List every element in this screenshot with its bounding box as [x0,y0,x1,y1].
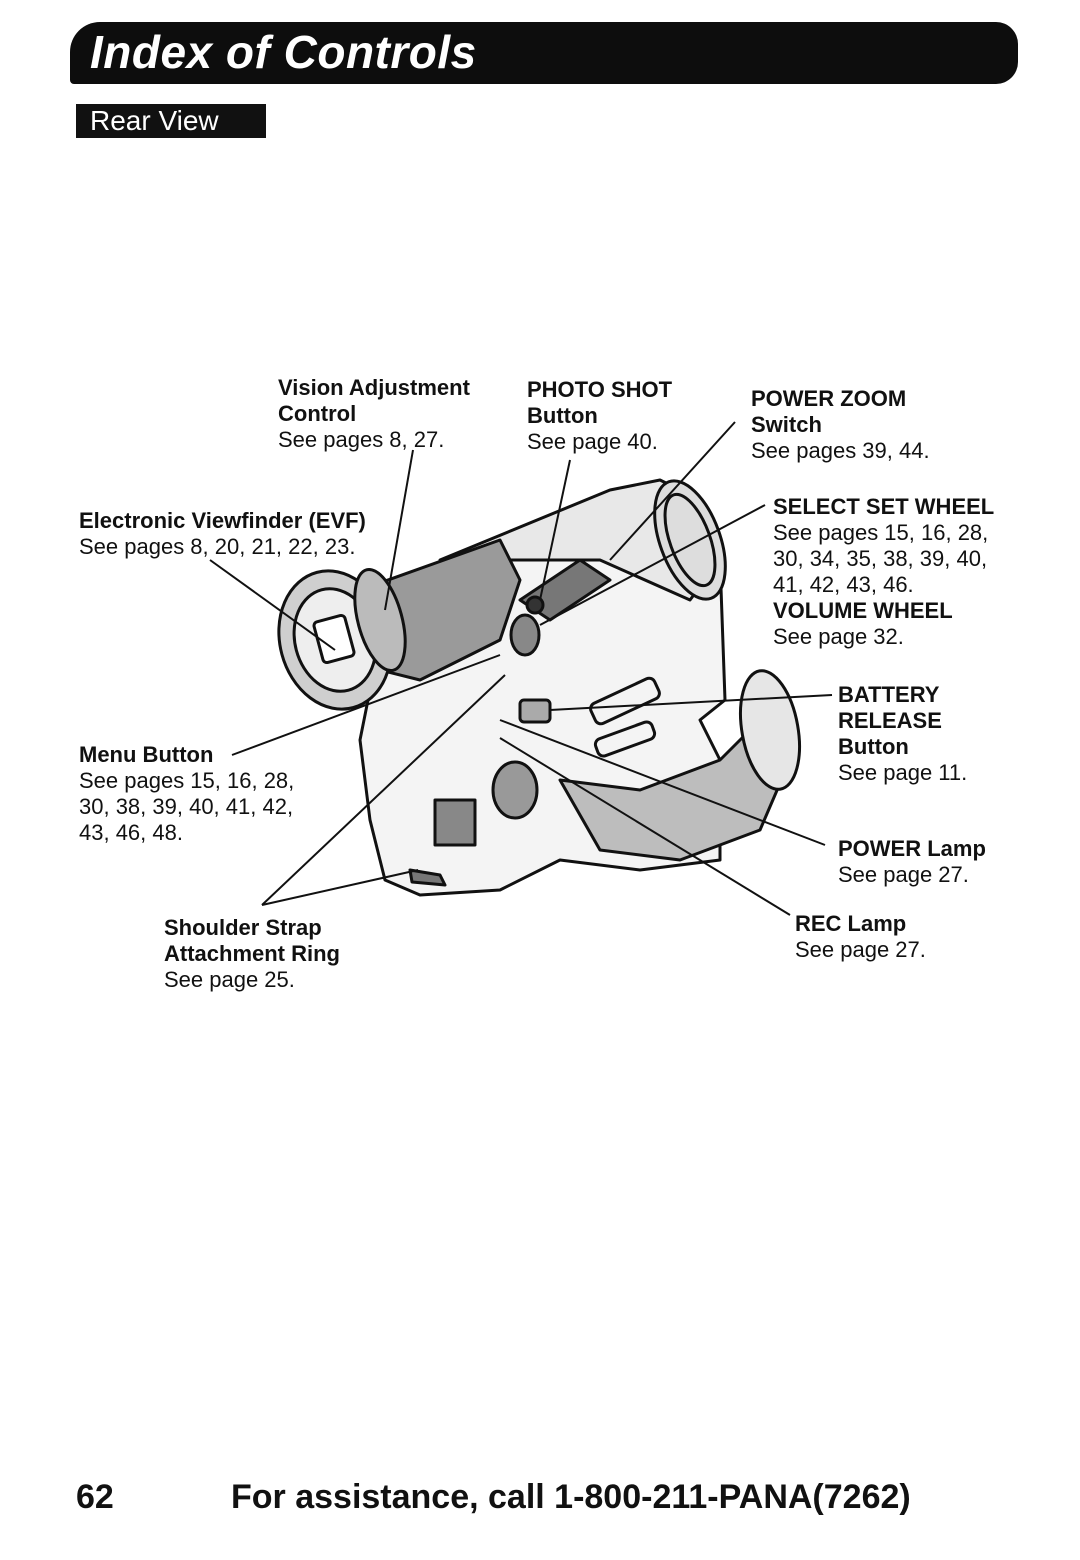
label-ref: See page 11. [838,760,968,785]
label-name: Vision Adjustment [278,375,470,400]
leader-shoulder-2 [261,869,419,906]
label-ref: See pages 15, 16, 28, [773,520,989,545]
leader-evf [209,559,336,651]
battery-release-drawing [518,698,552,724]
label-name: VOLUME WHEEL [773,598,953,623]
label-battery-release: BATTERY RELEASE Button See page 11. [838,682,967,786]
label-ref: See pages 8, 27. [278,427,445,452]
label-select-set-wheel: SELECT SET WHEEL See pages 15, 16, 28, 3… [773,494,994,598]
label-ref: See page 40. [527,429,658,454]
leader-zoom [609,421,736,561]
label-name: REC Lamp [795,911,907,936]
label-ref: See page 27. [838,862,969,887]
label-ref: See pages 8, 20, 21, 22, 23. [79,534,356,559]
label-name: PHOTO SHOT [527,377,673,402]
leader-shoulder-1 [261,674,506,906]
label-power-zoom: POWER ZOOM Switch See pages 39, 44. [751,386,930,464]
leader-rec [499,737,791,916]
label-name: Electronic Viewfinder (EVF) [79,508,366,533]
label-name: BATTERY [838,682,940,707]
label-menu-button: Menu Button See pages 15, 16, 28, 30, 38… [79,742,294,846]
label-name: POWER ZOOM [751,386,907,411]
assistance-line: For assistance, call 1-800-211-PANA(7262… [231,1478,911,1516]
label-ref: See page 27. [795,937,926,962]
leader-vision [384,449,414,611]
label-name: POWER Lamp [838,836,986,861]
label-name: Button [527,403,598,428]
label-rec-lamp: REC Lamp See page 27. [795,911,926,963]
label-ref: See pages 39, 44. [751,438,930,463]
label-ref: 41, 42, 43, 46. [773,572,914,597]
label-ref: 30, 38, 39, 40, 41, 42, [79,794,294,819]
eyecup-ring [353,567,407,673]
label-name: RELEASE [838,708,942,733]
title-banner: Index of Controls [70,22,1018,84]
label-volume-wheel: VOLUME WHEEL See page 32. [773,598,953,650]
section-tab: Rear View [76,104,266,138]
label-name: Menu Button [79,742,214,767]
page-number: 62 [76,1478,114,1516]
label-shoulder-strap: Shoulder Strap Attachment Ring See page … [164,915,340,993]
lens-cap [739,669,801,791]
select-wheel-drawing [509,613,541,657]
label-name: Button [838,734,909,759]
leader-select [539,504,766,626]
knob [491,760,539,820]
label-name: Switch [751,412,822,437]
leader-battery [549,694,833,711]
label-ref: 43, 46, 48. [79,820,183,845]
label-name: Shoulder Strap [164,915,322,940]
label-photo-shot: PHOTO SHOT Button See page 40. [527,377,672,455]
label-power-lamp: POWER Lamp See page 27. [838,836,986,888]
label-ref: See page 32. [773,624,904,649]
label-vision-adjustment: Vision Adjustment Control See pages 8, 2… [278,375,470,453]
leader-power-lamp [499,719,826,846]
label-name: Attachment Ring [164,941,340,966]
label-ref: 30, 34, 35, 38, 39, 40, [773,546,988,571]
label-name: Control [278,401,357,426]
label-ref: See pages 15, 16, 28, [79,768,295,793]
label-evf: Electronic Viewfinder (EVF) See pages 8,… [79,508,366,560]
page-title: Index of Controls [90,26,477,78]
label-name: SELECT SET WHEEL [773,494,995,519]
leader-menu [231,654,501,756]
label-ref: See page 25. [164,967,295,992]
leader-photo [539,459,571,601]
